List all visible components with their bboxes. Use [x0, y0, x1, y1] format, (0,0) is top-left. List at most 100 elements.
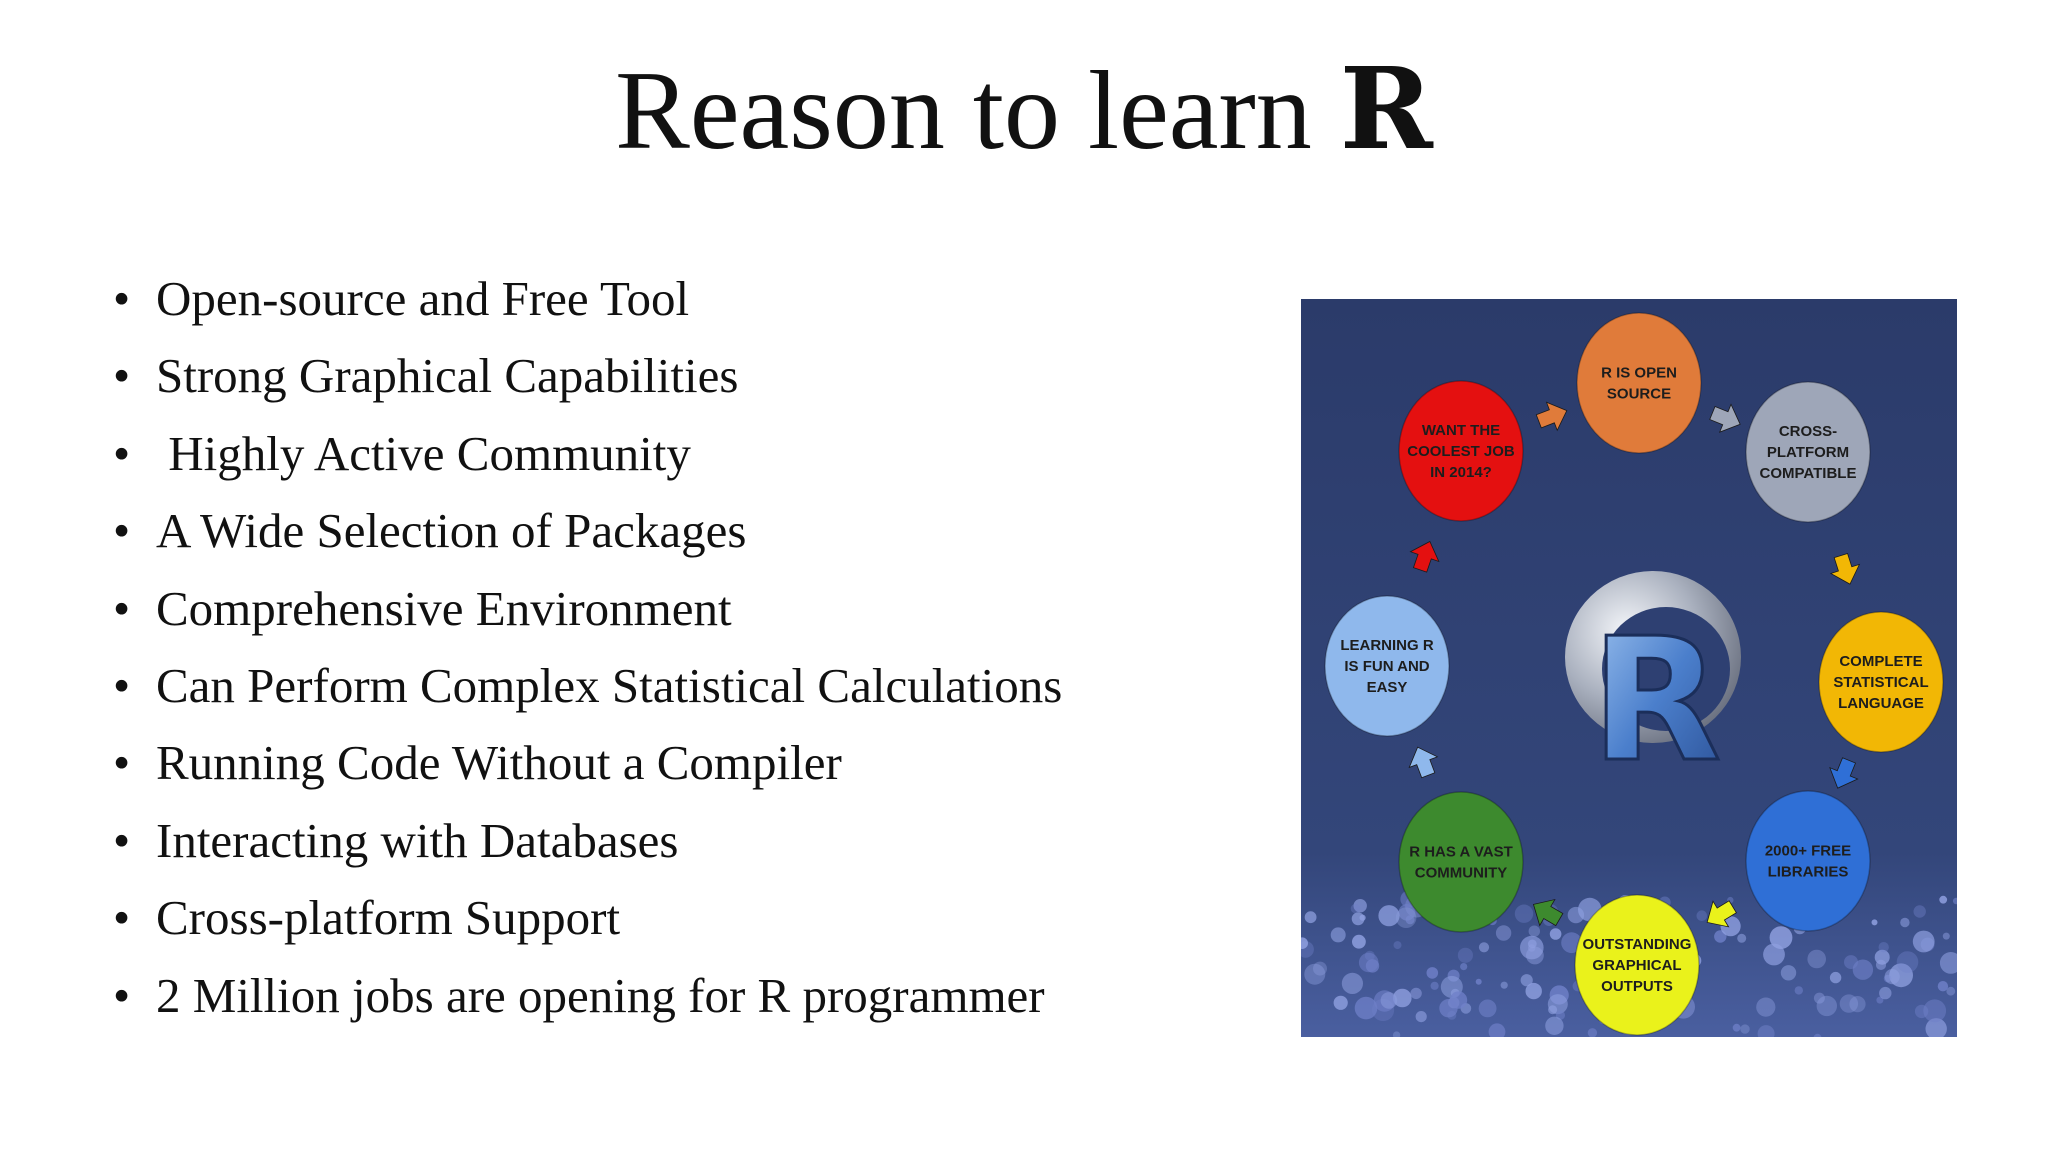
list-item: •Strong Graphical Capabilities	[113, 345, 1062, 422]
flower-dot	[1849, 996, 1866, 1013]
flower-dot	[1313, 961, 1327, 976]
flower-dot	[1946, 986, 1956, 996]
flower-dot	[1426, 967, 1439, 979]
bullet-icon: •	[113, 271, 131, 326]
benefit-node-label: OUTPUTS	[1601, 978, 1673, 995]
benefit-node-circle	[1324, 595, 1450, 737]
flower-dot	[1548, 1005, 1558, 1015]
flower-dot	[1896, 951, 1919, 973]
slide-title: Reason to learn R	[0, 45, 2048, 176]
list-item: •Running Code Without a Compiler	[113, 732, 1062, 809]
benefit-node-circle	[1398, 791, 1524, 933]
bullet-icon: •	[113, 890, 131, 946]
flower-dot	[1561, 932, 1582, 954]
benefit-node-label: LIBRARIES	[1768, 864, 1849, 881]
benefit-node-label: LANGUAGE	[1838, 695, 1924, 712]
flower-dot	[1763, 943, 1785, 966]
flower-dot	[1939, 895, 1948, 904]
flower-dot	[1341, 972, 1363, 995]
flower-dot	[1807, 949, 1826, 969]
flower-dot	[1878, 942, 1889, 953]
benefit-node-label: OUTSTANDING	[1583, 936, 1692, 953]
flower-dot	[1301, 937, 1308, 949]
benefit-nodes: R IS OPENSOURCECROSS-PLATFORMCOMPATIBLEC…	[1324, 312, 1944, 1036]
flower-dot	[1430, 981, 1439, 990]
flower-dot	[1304, 963, 1326, 985]
list-item: •2 Million jobs are opening for R progra…	[113, 965, 1062, 1042]
flower-dot	[1457, 947, 1473, 963]
cycle-arrow-icon	[1535, 401, 1568, 432]
flower-dot	[1913, 905, 1926, 918]
flower-dot	[1813, 1033, 1822, 1037]
benefit-node-circle	[1745, 381, 1871, 523]
benefit-node-label: PLATFORM	[1767, 444, 1849, 461]
list-item: •A Wide Selection of Packages	[113, 500, 1062, 577]
flower-dot	[1514, 904, 1534, 923]
flower-dot	[1696, 910, 1708, 921]
flower-dot	[1449, 991, 1468, 1009]
flower-dot	[1794, 986, 1803, 995]
flower-dot	[1333, 995, 1348, 1010]
flower-dot	[1780, 965, 1797, 981]
benefit-node-label: R HAS A VAST	[1409, 844, 1513, 861]
flower-dot	[1757, 1025, 1775, 1037]
flower-dot	[1352, 934, 1366, 949]
cycle-arrow-icon	[1532, 898, 1564, 927]
benefit-node-label: 2000+ FREE	[1765, 843, 1851, 860]
benefit-node-circle	[1398, 380, 1524, 522]
benefit-node-label: CROSS-	[1779, 423, 1837, 440]
benefit-node-label: SOURCE	[1607, 386, 1671, 403]
bullet-icon: •	[113, 348, 131, 404]
list-item: •Comprehensive Environment	[113, 578, 1062, 655]
cycle-arrow-icon	[1408, 746, 1439, 779]
flower-dot	[1829, 971, 1842, 984]
benefit-node-label: COOLEST JOB	[1407, 443, 1515, 460]
flower-dot	[1871, 919, 1878, 926]
cycle-arrow-icon	[1709, 403, 1741, 433]
flower-dot	[1500, 981, 1508, 989]
bullet-icon: •	[113, 580, 131, 636]
flower-dot	[1358, 952, 1379, 973]
flower-dot	[1879, 986, 1892, 1000]
diagram-svg: R R IS OPENSOURCECROSS-PLATFORMCOMPATIBL…	[1301, 299, 1957, 1037]
benefit-node: 2000+ FREE LIBRARIES	[1745, 790, 1871, 932]
cycle-arrow-icon	[1829, 757, 1859, 789]
flower-dot	[1740, 1024, 1750, 1034]
flower-dot	[1520, 935, 1544, 960]
flower-dot	[1852, 959, 1874, 980]
flower-dot	[1359, 914, 1366, 921]
cycle-arrows	[1408, 401, 1861, 928]
flower-dot	[1876, 996, 1884, 1004]
benefit-node-circle	[1745, 790, 1871, 932]
flower-dot	[1350, 903, 1361, 914]
flower-dot	[1952, 897, 1957, 905]
r-logo-ring-inner	[1602, 607, 1730, 731]
benefit-node-circle	[1574, 894, 1700, 1036]
flower-dot	[1378, 905, 1400, 927]
benefit-node-label: EASY	[1367, 679, 1408, 696]
cycle-arrow-icon	[1829, 552, 1861, 585]
flower-dot	[1545, 1016, 1564, 1035]
title-r-letter: R	[1339, 44, 1433, 175]
flower-dot	[1732, 1023, 1741, 1032]
flower-dot	[1769, 926, 1793, 949]
flower-dot	[1393, 941, 1402, 950]
bullet-icon: •	[113, 735, 131, 791]
flower-dot	[1942, 932, 1950, 940]
flower-dot	[1923, 999, 1947, 1023]
cycle-arrow-icon	[1706, 900, 1737, 928]
flower-dot	[1488, 1023, 1506, 1037]
flower-dot	[1410, 987, 1422, 1000]
benefit-node-label: COMPLETE	[1839, 653, 1922, 670]
flower-dot	[1415, 1011, 1427, 1023]
r-logo-letter: R	[1591, 602, 1722, 800]
benefit-node-circle	[1818, 611, 1944, 753]
flower-dot	[1478, 999, 1497, 1018]
bullet-icon: •	[113, 425, 131, 481]
